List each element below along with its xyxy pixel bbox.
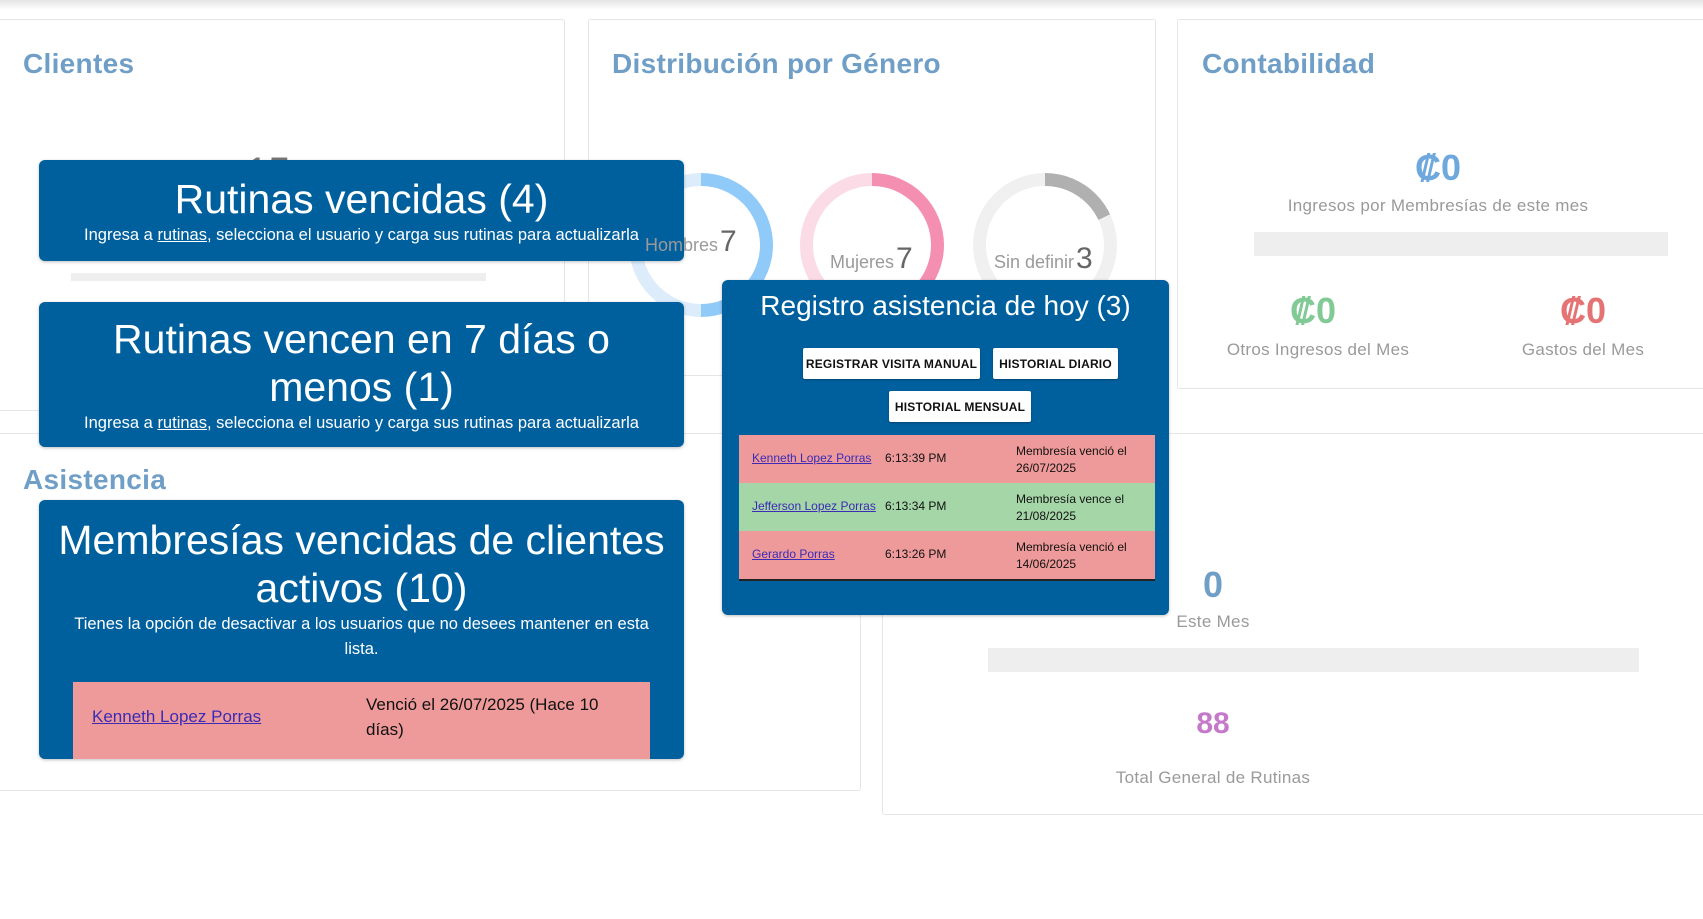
rutinas-link-2[interactable]: rutinas [157, 414, 207, 432]
rutinas-vencen-sub-before: Ingresa a [84, 414, 158, 432]
hombres-label: Hombres [645, 235, 719, 255]
rutinas-vencidas-alert: Rutinas vencidas (4) Ingresa a rutinas, … [39, 160, 684, 261]
rutinas-total-label: Total General de Rutinas [1115, 768, 1311, 787]
ingresos-membresias-label: Ingresos por Membresías de este mes [1287, 196, 1589, 215]
rutinas-vencen-sub: Ingresa a rutinas, selecciona el usuario… [39, 411, 684, 436]
rutinas-vencen-sub-after: , selecciona el usuario y carga sus ruti… [206, 414, 639, 432]
attendance-table: Kenneth Lopez Porras 6:13:39 PM Membresí… [739, 435, 1155, 581]
attendance-time: 6:13:34 PM [885, 499, 947, 513]
donut-label-mujeres: Mujeres7 [830, 242, 913, 276]
attendance-time: 6:13:39 PM [885, 451, 947, 465]
rutinas-vencidas-sub: Ingresa a rutinas, selecciona el usuario… [39, 223, 684, 248]
attendance-name[interactable]: Gerardo Porras [752, 547, 835, 561]
attendance-row: Gerardo Porras 6:13:26 PM Membresía venc… [739, 531, 1155, 579]
sin-definir-value: 3 [1076, 242, 1093, 275]
donut-label-sin-definir: Sin definir3 [994, 242, 1093, 276]
rutinas-link[interactable]: rutinas [157, 226, 207, 244]
donut-label-hombres: Hombres7 [645, 225, 737, 259]
attendance-status: Membresía venció el 14/06/2025 [1016, 540, 1127, 571]
rutinas-este-mes-value: 0 [1202, 564, 1224, 605]
rutinas-vencidas-title: Rutinas vencidas (4) [174, 176, 549, 222]
membresias-vencidas-alert: Membresías vencidas de clientes activos … [39, 500, 684, 759]
attendance-status: Membresía venció el 26/07/2025 [1016, 444, 1127, 475]
gastos-value: ₡0 [1559, 290, 1607, 331]
otros-ingresos-label: Otros Ingresos del Mes [1226, 340, 1410, 359]
expired-member-status: Venció el 26/07/2025 (Hace 10 días) [366, 695, 599, 739]
expired-member-name[interactable]: Kenneth Lopez Porras [92, 707, 262, 726]
rutinas-bar [988, 648, 1639, 672]
attendance-name[interactable]: Jefferson Lopez Porras [752, 499, 876, 513]
attendance-row: Jefferson Lopez Porras 6:13:34 PM Membre… [739, 483, 1155, 531]
mujeres-label: Mujeres [830, 252, 895, 272]
top-shadow [0, 0, 1703, 10]
rutinas-total-value: 88 [1196, 707, 1230, 740]
sin-definir-label: Sin definir [994, 252, 1075, 272]
rutinas-este-mes-label: Este Mes [1176, 612, 1250, 631]
ingresos-bar [1254, 232, 1668, 256]
rutinas-vencidas-sub-after: , selecciona el usuario y carga sus ruti… [206, 226, 639, 244]
hombres-value: 7 [720, 225, 737, 258]
contabilidad-card: Contabilidad ₡0 Ingresos por Membresías … [1177, 19, 1703, 389]
attendance-name[interactable]: Kenneth Lopez Porras [752, 451, 872, 465]
asistencia-title: Asistencia [23, 464, 167, 495]
registrar-visita-manual-button[interactable]: REGISTRAR VISITA MANUAL [803, 348, 980, 379]
attendance-row: Kenneth Lopez Porras 6:13:39 PM Membresí… [739, 435, 1155, 483]
ingresos-membresias-value: ₡0 [1414, 147, 1462, 188]
membresias-vencidas-sub: Tienes la opción de desactivar a los usu… [74, 615, 649, 658]
historial-mensual-button[interactable]: HISTORIAL MENSUAL [889, 391, 1031, 422]
attendance-status: Membresía vence el 21/08/2025 [1016, 492, 1125, 523]
rutinas-vencen-title: Rutinas vencen en 7 días o menos (1) [113, 316, 610, 410]
genero-title: Distribución por Género [612, 48, 941, 79]
contabilidad-title: Contabilidad [1202, 48, 1376, 79]
clientes-title: Clientes [23, 48, 135, 79]
attendance-title: Registro asistencia de hoy (3) [760, 290, 1131, 321]
mujeres-value: 7 [896, 242, 913, 275]
gastos-label: Gastos del Mes [1521, 340, 1645, 359]
membresias-vencidas-title: Membresías vencidas de clientes activos … [58, 517, 665, 611]
attendance-time: 6:13:26 PM [885, 547, 947, 561]
clientes-bar [71, 273, 486, 281]
otros-ingresos-value: ₡0 [1289, 290, 1337, 331]
attendance-panel: Registro asistencia de hoy (3) REGISTRAR… [722, 280, 1169, 615]
historial-diario-button[interactable]: HISTORIAL DIARIO [993, 348, 1118, 379]
rutinas-vencen-alert: Rutinas vencen en 7 días o menos (1) Ing… [39, 302, 684, 447]
expired-member-row: Kenneth Lopez Porras Venció el 26/07/202… [73, 682, 650, 759]
rutinas-vencidas-sub-before: Ingresa a [84, 226, 158, 244]
